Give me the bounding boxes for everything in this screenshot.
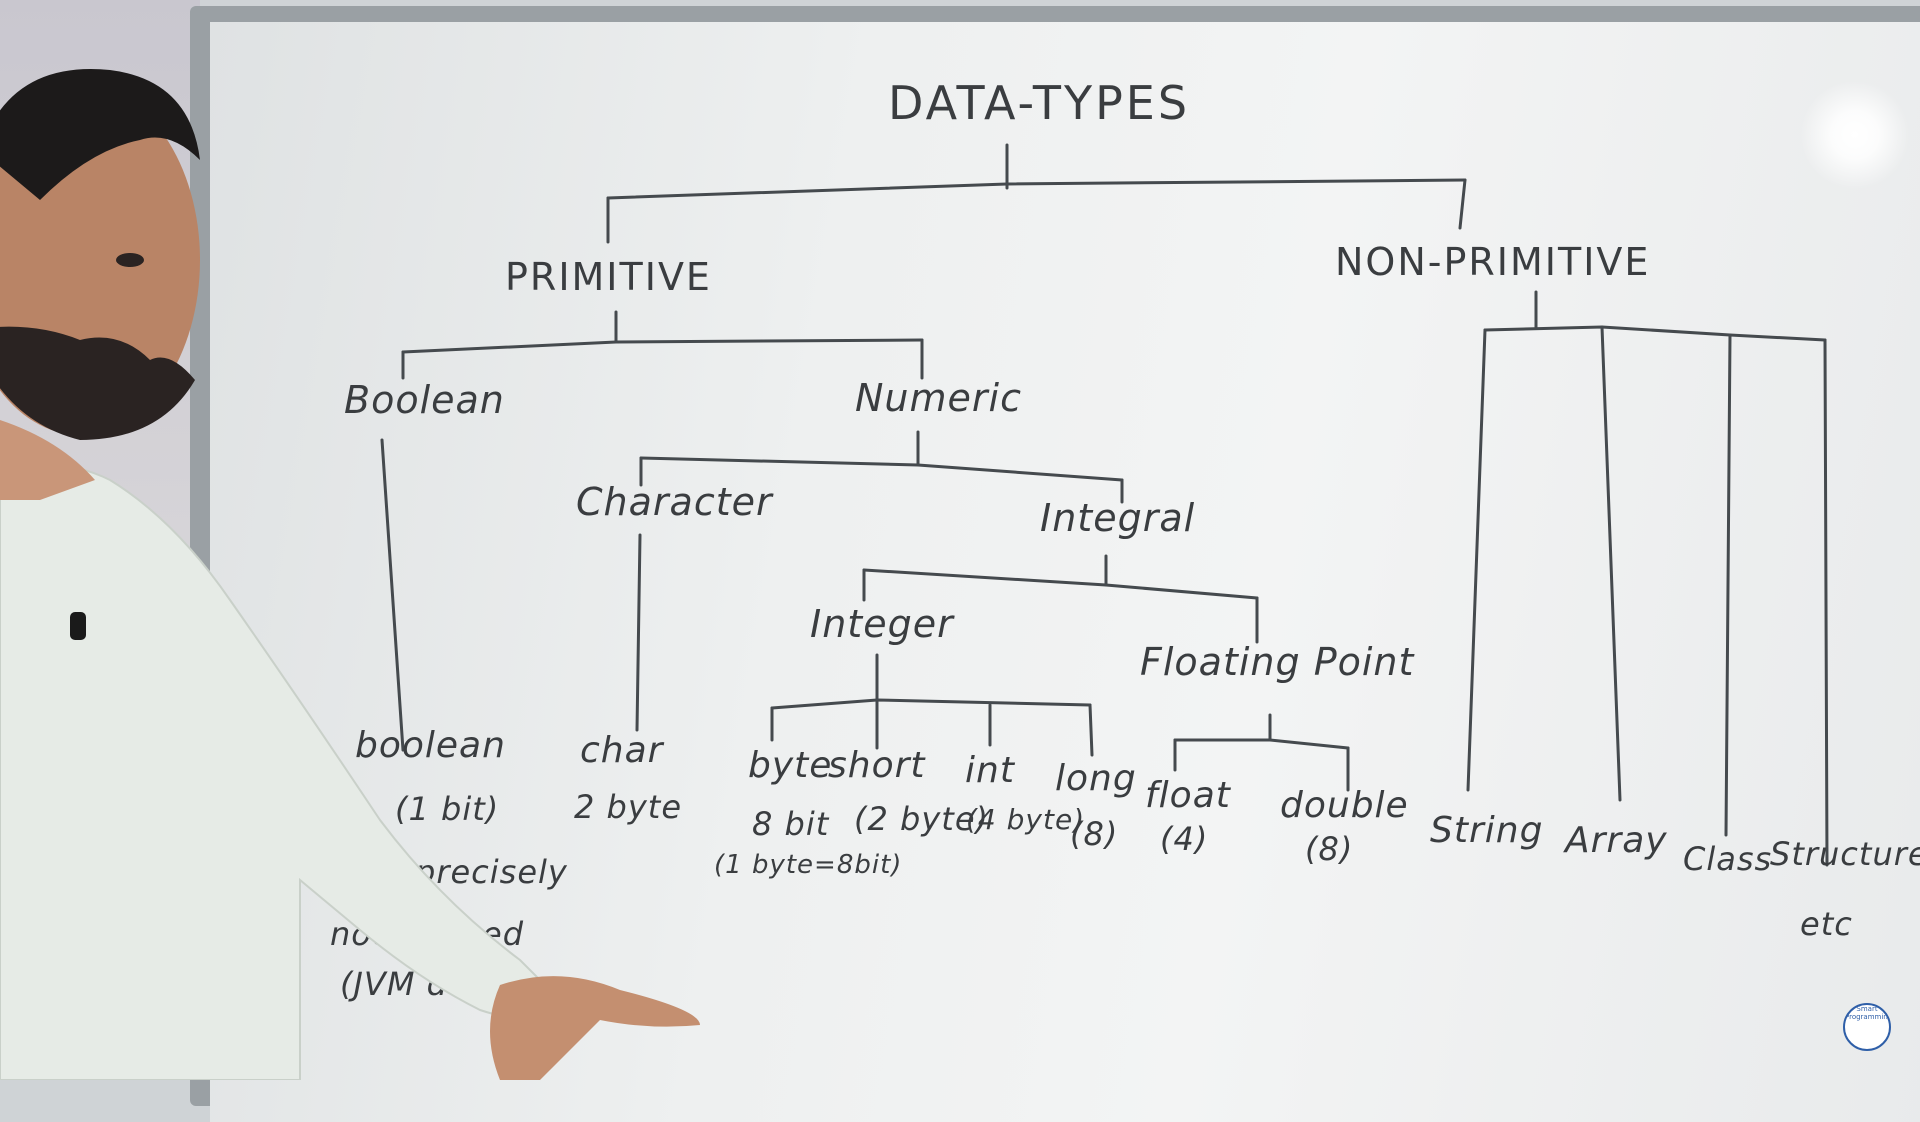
- neck: [0, 420, 95, 500]
- numeric-label: Numeric: [855, 376, 1022, 420]
- lapel-mic: [70, 612, 86, 640]
- hair: [0, 69, 200, 200]
- root-label: DATA-TYPES: [888, 76, 1191, 130]
- leaf-byte: byte: [748, 745, 833, 786]
- beard: [0, 326, 195, 440]
- leaf-int: int: [965, 750, 1015, 791]
- light-glare: [1800, 80, 1910, 190]
- floating-branch: [1173, 738, 1350, 750]
- leaf-structure: Structure: [1770, 835, 1920, 873]
- floating-point-label: Floating Point: [1140, 640, 1415, 684]
- character-line: [635, 533, 642, 732]
- boolean-note-1: precisely: [415, 853, 568, 891]
- leaf-class: Class: [1683, 840, 1773, 878]
- leaf-short: short: [828, 745, 926, 786]
- class-line: [1724, 333, 1732, 837]
- leaf-char-size: 2 byte: [574, 788, 683, 826]
- leaf-long-size: (8): [1070, 815, 1119, 853]
- channel-logo: Smart Programming: [1843, 1003, 1891, 1051]
- leaf-byte-size: 8 bit: [752, 805, 830, 843]
- presenter: [0, 69, 700, 1080]
- leaf-float: float: [1145, 775, 1231, 816]
- integral-label: Integral: [1040, 496, 1196, 540]
- boolean-line: [380, 438, 405, 752]
- integer-branch: [770, 698, 1092, 710]
- array-line: [1600, 325, 1622, 802]
- whiteboard: [210, 22, 1920, 1122]
- tree-lines: [380, 143, 1829, 867]
- leaf-array: Array: [1565, 820, 1668, 861]
- shirt: [0, 463, 562, 1080]
- leaf-boolean: boolean: [355, 725, 506, 766]
- leaf-byte-note: (1 byte=8bit): [714, 850, 903, 880]
- primitive-label: PRIMITIVE: [505, 255, 712, 299]
- character-label: Character: [576, 480, 773, 524]
- nonprimitive-branch: [1483, 325, 1827, 342]
- leaf-double-size: (8): [1305, 830, 1354, 868]
- numeric-branch: [639, 456, 1124, 482]
- leaf-string: String: [1430, 810, 1544, 851]
- integral-branch: [862, 568, 1259, 600]
- leaf-float-size: (4): [1160, 820, 1209, 858]
- root-branch: [606, 178, 1467, 200]
- non-primitive-label: NON-PRIMITIVE: [1335, 240, 1651, 284]
- leaf-boolean-size: (1 bit): [395, 790, 500, 828]
- leaf-char: char: [580, 730, 664, 771]
- hand: [490, 976, 700, 1080]
- string-line: [1466, 328, 1487, 792]
- leaf-double: double: [1280, 785, 1409, 826]
- boolean-group-label: Boolean: [344, 378, 505, 422]
- primitive-branch: [401, 338, 924, 354]
- leaf-long: long: [1055, 758, 1137, 799]
- long-drop: [1088, 703, 1094, 757]
- nonprimitive-drop: [1458, 178, 1467, 230]
- leaf-etc: etc: [1800, 905, 1853, 943]
- eye: [116, 253, 144, 267]
- integer-label: Integer: [810, 602, 954, 646]
- leaf-short-size: (2 byte): [854, 800, 989, 838]
- structure-line: [1823, 338, 1829, 867]
- leaf-int-size: (4 byte): [966, 803, 1086, 836]
